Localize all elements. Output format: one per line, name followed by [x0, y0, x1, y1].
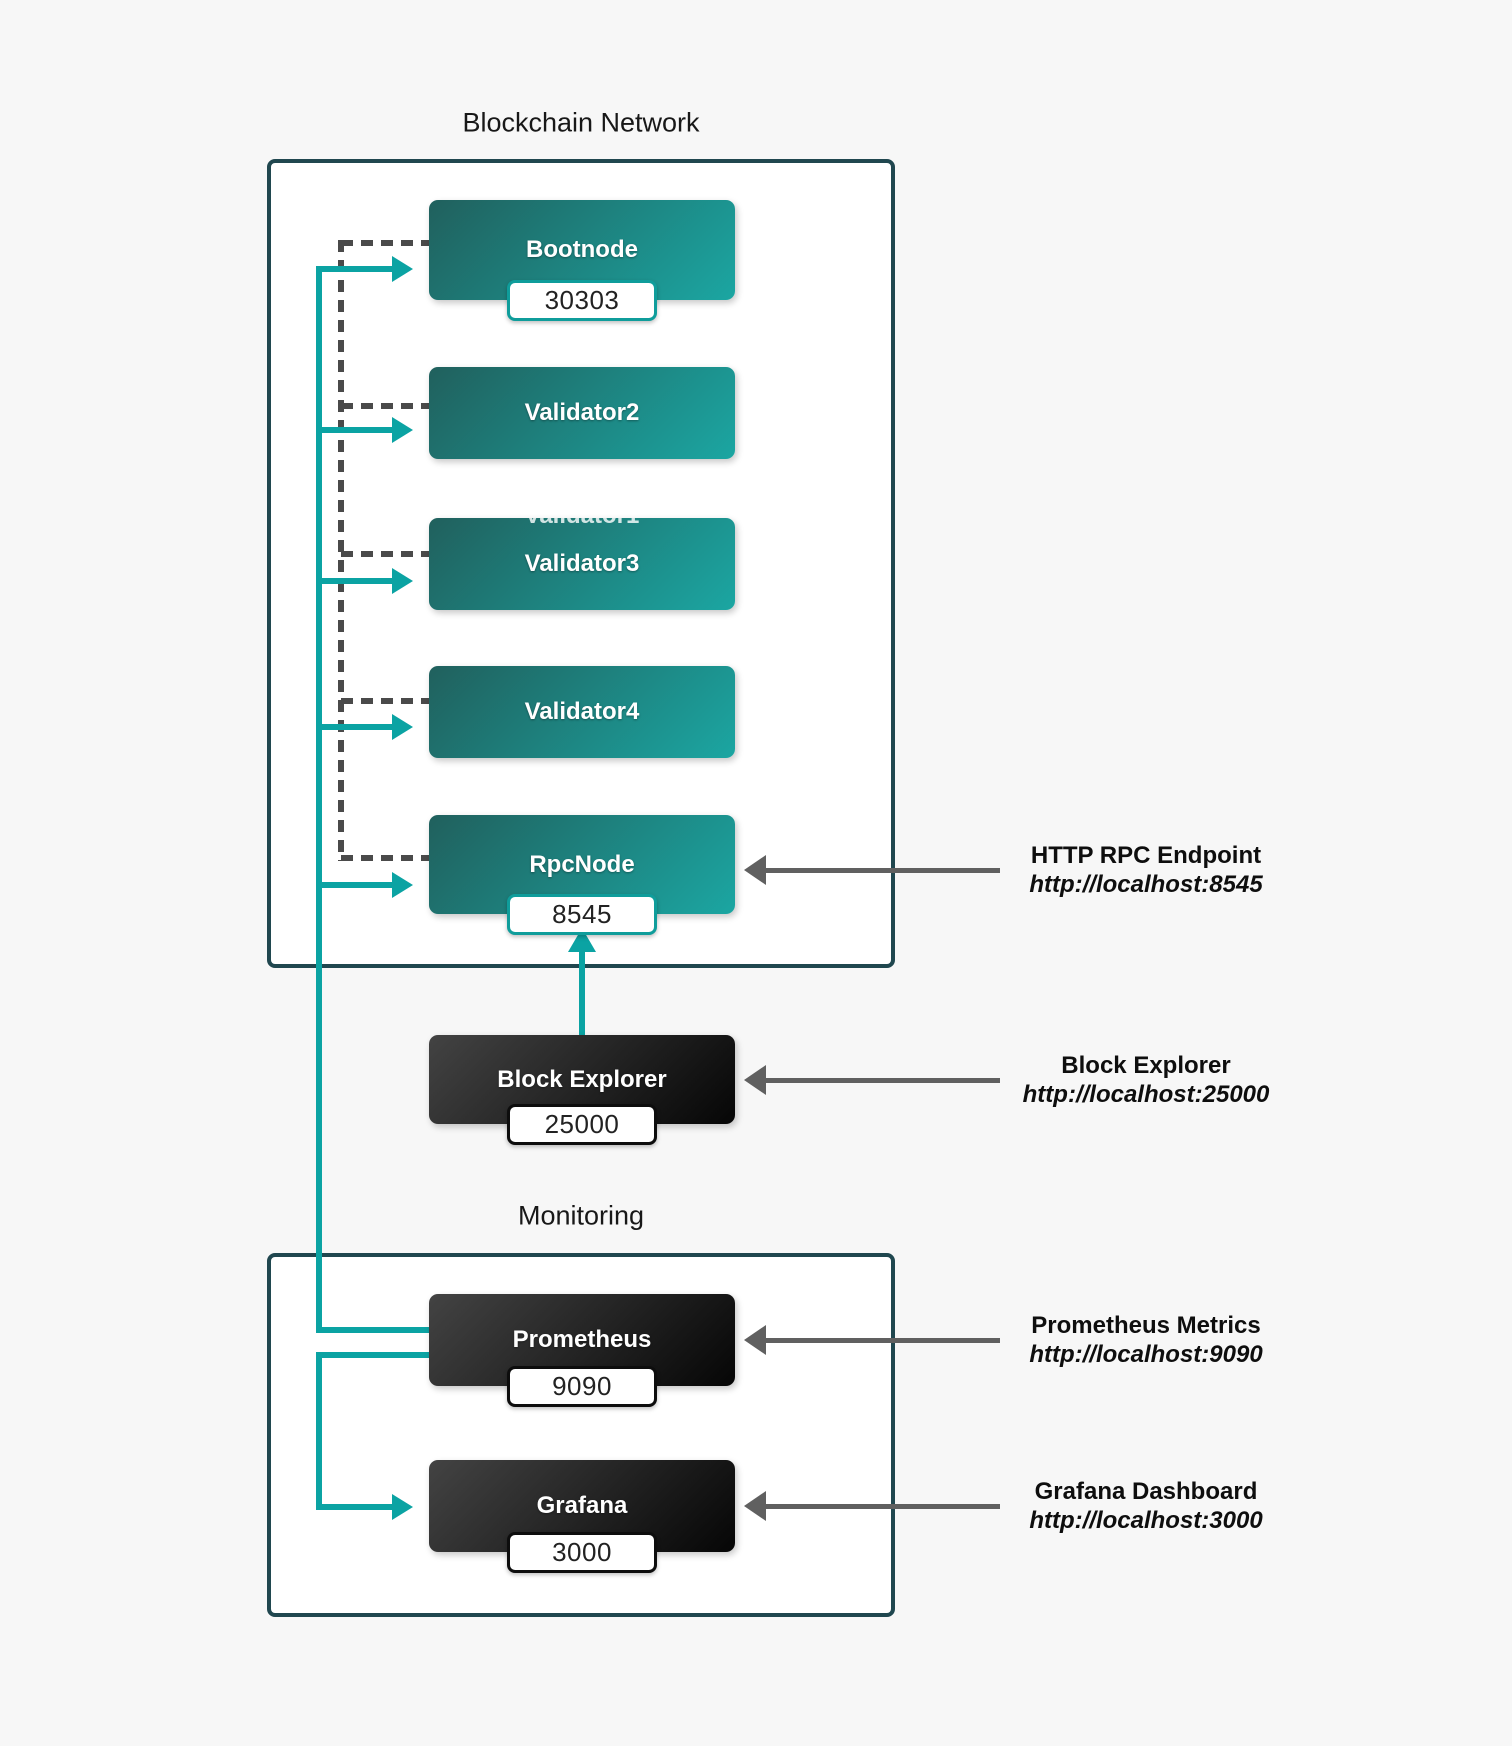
gray-arrowhead-grafana-icon	[744, 1491, 766, 1521]
dashed-branch-validator3	[341, 551, 429, 557]
arrowhead-validator4-icon	[392, 714, 413, 740]
node-block-explorer: Block Explorer 25000	[429, 1035, 735, 1145]
arrowhead-bootnode-icon	[392, 256, 413, 282]
gray-arrow-line-rpc	[762, 868, 1000, 873]
teal-branch-rpcnode	[319, 882, 392, 888]
gray-arrowhead-explorer-icon	[744, 1065, 766, 1095]
arrowhead-rpcnode-icon	[392, 872, 413, 898]
node-validator3-label: Validator3	[524, 550, 640, 577]
node-validator3: Validator3	[429, 518, 735, 610]
port-badge-block-explorer: 25000	[507, 1104, 657, 1145]
dashed-branch-validator2	[341, 403, 429, 409]
annotation-grafana-dashboard: Grafana Dashboard http://localhost:3000	[1029, 1477, 1262, 1535]
arrowhead-validator2-icon	[392, 417, 413, 443]
arrowhead-grafana-icon	[392, 1494, 413, 1520]
explorer-rpcnode-link-vertical	[579, 950, 585, 1035]
gray-arrow-line-explorer	[762, 1078, 1000, 1083]
node-grafana: Grafana 3000	[429, 1460, 735, 1573]
dashed-branch-bootnode	[341, 240, 429, 246]
annotation-grafana-dashboard-title: Grafana Dashboard	[1034, 1478, 1258, 1505]
arrowhead-validator3-icon	[392, 568, 413, 594]
annotation-grafana-dashboard-url: http://localhost:3000	[1029, 1507, 1263, 1534]
teal-branch-prometheus	[319, 1327, 429, 1333]
node-validator2: Validator2	[429, 367, 735, 459]
annotation-prometheus-metrics: Prometheus Metrics http://localhost:9090	[1029, 1311, 1262, 1369]
teal-branch-bootnode	[319, 266, 392, 272]
node-prometheus-label: Prometheus	[512, 1326, 652, 1353]
node-block-explorer-label: Block Explorer	[497, 1065, 667, 1093]
node-prometheus: Prometheus 9090	[429, 1294, 735, 1407]
prometheus-grafana-link-vertical	[316, 1352, 322, 1510]
node-validator4-label: Validator4	[524, 698, 640, 725]
node-bootnode: Bootnode 30303	[429, 200, 735, 321]
annotation-block-explorer: Block Explorer http://localhost:25000	[1023, 1051, 1270, 1109]
annotation-prometheus-metrics-title: Prometheus Metrics	[1031, 1312, 1261, 1339]
port-badge-rpcnode: 8545	[507, 894, 657, 935]
teal-branch-validator4	[319, 724, 392, 730]
annotation-http-rpc-endpoint: HTTP RPC Endpoint http://localhost:8545	[1029, 841, 1262, 899]
dashed-branch-validator4	[341, 698, 429, 704]
annotation-http-rpc-endpoint-title: HTTP RPC Endpoint	[1030, 842, 1262, 869]
port-badge-grafana: 3000	[507, 1532, 657, 1573]
annotation-http-rpc-endpoint-url: http://localhost:8545	[1029, 871, 1263, 898]
gray-arrow-line-prometheus	[762, 1338, 1000, 1343]
dashed-branch-rpcnode	[341, 855, 429, 861]
teal-branch-validator2	[319, 427, 392, 433]
gray-arrowhead-prometheus-icon	[744, 1325, 766, 1355]
blockchain-network-title: Blockchain Network	[462, 107, 700, 138]
annotation-block-explorer-title: Block Explorer	[1061, 1052, 1231, 1079]
node-validator4: Validator4	[429, 666, 735, 758]
gray-arrow-line-grafana	[762, 1504, 1000, 1509]
gray-arrowhead-rpc-icon	[744, 855, 766, 885]
node-rpcnode: RpcNode 8545	[429, 815, 735, 935]
annotation-prometheus-metrics-url: http://localhost:9090	[1029, 1341, 1263, 1368]
node-bootnode-label: Bootnode	[526, 236, 638, 263]
node-grafana-label: Grafana	[536, 1492, 628, 1519]
monitoring-title: Monitoring	[517, 1200, 645, 1231]
dashed-trunk-line	[338, 240, 344, 861]
node-rpcnode-label: RpcNode	[529, 850, 635, 878]
node-validator2-label: Validator2	[524, 399, 640, 426]
port-badge-bootnode: 30303	[507, 280, 657, 321]
teal-trunk-line	[316, 266, 322, 1333]
teal-branch-validator3	[319, 578, 392, 584]
port-badge-prometheus: 9090	[507, 1366, 657, 1407]
prometheus-grafana-link-top	[319, 1352, 429, 1358]
prometheus-grafana-link-bottom	[319, 1504, 392, 1510]
annotation-block-explorer-url: http://localhost:25000	[1022, 1081, 1270, 1108]
